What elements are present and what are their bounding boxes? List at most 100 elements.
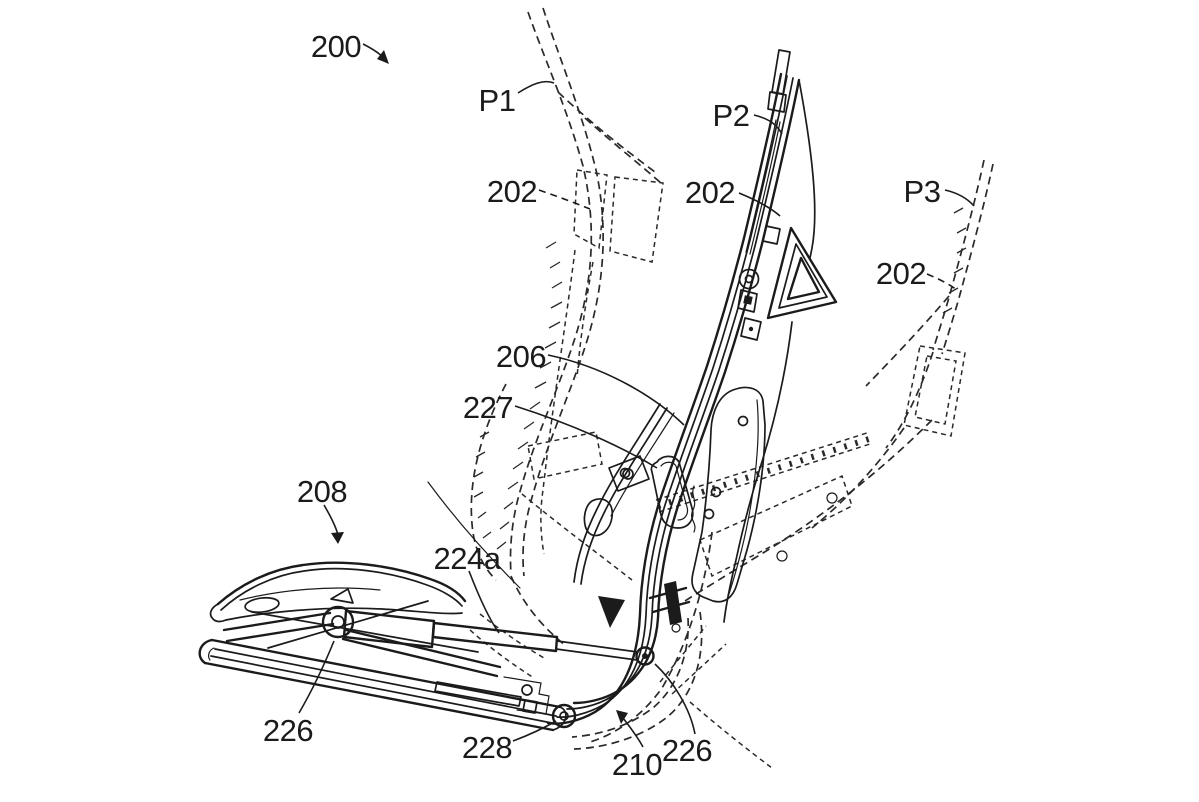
base-rail-cap-detail [208, 647, 215, 661]
rail-hole [521, 684, 533, 696]
sill-dash-line [510, 575, 567, 647]
phantom-vehicle-body [469, 7, 994, 769]
frame-rail-line-1 [546, 72, 783, 725]
label-P3: P3 [904, 174, 941, 209]
seat-pan-top-edge-2 [220, 567, 463, 611]
arch-fan-line-3 [689, 701, 773, 769]
cushion-rear-edge [427, 481, 521, 589]
latch-striker-line-2 [651, 600, 691, 614]
pivot-joint-226-front-inner [331, 615, 345, 629]
quarter-window-rear-a [903, 345, 966, 437]
seat-pan-oval-tab [244, 596, 280, 614]
quarter-bottom-sweep [811, 427, 905, 529]
trim-panel-227-outline [650, 455, 694, 529]
latch-striker-bar [664, 581, 682, 625]
shell-upper-edge [798, 79, 816, 259]
seat-pan-bottom-edge [225, 607, 463, 621]
scissor-cross-link-2 [267, 600, 429, 649]
frame-bolt-1 [619, 467, 631, 479]
pivot-tab [330, 588, 354, 604]
beltline-sweep [865, 295, 950, 387]
leader-202-right [926, 273, 958, 291]
frame-top-tab [767, 91, 787, 113]
scissor-leg-rear-b [341, 637, 499, 678]
label-202-right: 202 [876, 256, 926, 291]
roof-rail-line-1 [557, 91, 656, 173]
floor-edge-sweep [667, 419, 933, 613]
trim-panel-227-inner [660, 461, 689, 521]
wheel-arch-phantom-1 [589, 531, 713, 743]
base-rail-bottom-edge [203, 661, 555, 732]
leader-210 [622, 717, 644, 748]
wheel-arch-phantom-2 [571, 617, 690, 738]
corner-bracket-inner [786, 256, 821, 301]
strut-rod-bottom [555, 648, 638, 661]
floor-hole-1 [826, 492, 838, 504]
label-226-rear: 226 [662, 733, 712, 768]
p3-pillar-outer [932, 159, 985, 351]
label-208: 208 [297, 474, 347, 509]
front-rail-line-3 [610, 412, 675, 517]
pivot-joint-226-front-outer [321, 605, 355, 639]
arch-fan-line-2 [671, 643, 727, 695]
scissor-cross-link-1 [251, 611, 479, 653]
leader-226-rear [654, 663, 696, 735]
door-trim-rect-phantom [527, 431, 603, 480]
seat-pan-left-hook [209, 603, 227, 623]
strut-rod-top [556, 640, 639, 653]
base-rail-inner-line-2 [210, 655, 553, 724]
seat-pan-top-edge-1 [216, 561, 467, 606]
leader-202-mid [738, 192, 781, 217]
label-224a: 224a [434, 541, 502, 576]
belt-pivot-outer [738, 268, 760, 290]
front-rail-line-1 [573, 403, 661, 583]
lower-plate [740, 317, 762, 341]
seat-pan-inner-line [239, 587, 381, 601]
wheel-arch-phantom-3 [573, 611, 703, 750]
front-rail-plate [608, 455, 650, 492]
front-door-arch [470, 383, 507, 581]
arch-fan-line-1 [659, 625, 707, 683]
p3-pillar-hatching [942, 207, 967, 314]
arrowhead-200 [377, 50, 389, 64]
frame-foot-wedge [598, 596, 625, 628]
belt-bracket [737, 289, 758, 313]
panel-bolt-3 [703, 508, 715, 520]
leader-P1 [517, 80, 555, 94]
label-206: 206 [496, 339, 546, 374]
label-210: 210 [612, 747, 662, 782]
roof-rail-line-2 [584, 117, 663, 185]
belt-bracket-slot [743, 295, 753, 305]
leader-P3 [944, 189, 975, 207]
p1-pillar-hatching [496, 241, 563, 550]
leader-208 [323, 504, 339, 536]
frame-top-tip [771, 49, 791, 95]
rod-eye-226-rear-outer [635, 646, 655, 666]
leader-226-front [298, 640, 335, 714]
rod-eye-226-rear-inner [642, 653, 648, 659]
quarter-window-left-a [573, 169, 608, 250]
strut-cylinder-thin [431, 621, 559, 653]
front-rail-line-2 [580, 407, 668, 585]
pillar-edge-behind-frame [576, 261, 594, 379]
panel-bolt-1 [737, 415, 749, 427]
kidney-cutout [583, 498, 614, 537]
label-202-mid: 202 [685, 175, 735, 210]
leader-224a [468, 570, 500, 634]
frame-rail-hatch-2 [749, 121, 781, 255]
arrowhead-208 [331, 532, 344, 544]
reference-labels: 200 P1 P2 202 202 P3 202 206 227 208 224… [263, 29, 941, 782]
floor-hole-2 [776, 550, 788, 562]
strip-small-square [762, 225, 781, 245]
under-pan-dash-1 [469, 629, 535, 679]
p3-pillar-inner [941, 163, 994, 355]
leader-227 [514, 405, 658, 469]
p3-lower-sweep [885, 351, 934, 449]
leader-228 [512, 720, 557, 742]
side-panel-outline [691, 386, 766, 603]
leader-202-left [538, 189, 591, 210]
quarter-window-left-b [609, 176, 664, 263]
base-rail-top-edge [210, 638, 562, 709]
belt-pivot-inner [744, 274, 754, 284]
